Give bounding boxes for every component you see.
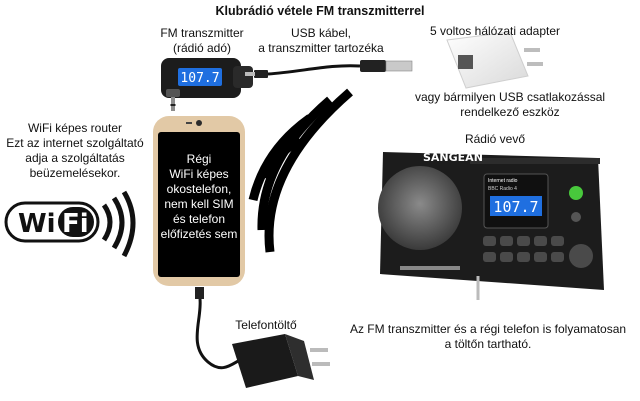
radio-display-freq: 107.7 (493, 198, 538, 216)
power-adapter (446, 31, 543, 89)
wifi-logo-icon: Wi Fi (4, 190, 136, 258)
svg-text:Fi: Fi (62, 209, 89, 239)
fm-transmitter-label: FM transzmitter (rádió adó) (160, 26, 244, 55)
fm-display-value: 107.7 (180, 71, 219, 86)
continuous-charging-note: Az FM transzmitter és a régi telefon is … (349, 322, 627, 351)
charger-label: Telefontöltő (235, 318, 297, 332)
usb-cable-label: USB kábel, a transzmitter tartozéka (258, 26, 384, 55)
smartphone (153, 116, 245, 286)
adapter-label: 5 voltos hálózati adapter (429, 24, 561, 38)
diagram-title: Klubrádió vétele FM transzmitterrel (215, 4, 425, 18)
radio-display-sub: BBC Radio 4 (488, 186, 517, 192)
usb-cable (245, 60, 413, 78)
fm-transmitter: 107.7 (161, 58, 253, 111)
phone-charger (195, 287, 330, 388)
svg-text:Wi: Wi (18, 209, 56, 239)
signal-waves (248, 88, 353, 253)
adapter-alternative-label: vagy bármilyen USB csatlakozással rendel… (414, 90, 606, 119)
router-description: WiFi képes router Ezt az internet szolgá… (6, 121, 144, 180)
radio-receiver: Internet radio BBC Radio 4 107.7 SANGEAN (378, 151, 604, 300)
radio-brand: SANGEAN (423, 151, 483, 164)
radio-label: Rádió vevő (464, 132, 526, 146)
radio-display-top: Internet radio (488, 178, 518, 184)
phone-screen-text: Régi WiFi képes okostelefon, nem kell SI… (160, 152, 238, 241)
